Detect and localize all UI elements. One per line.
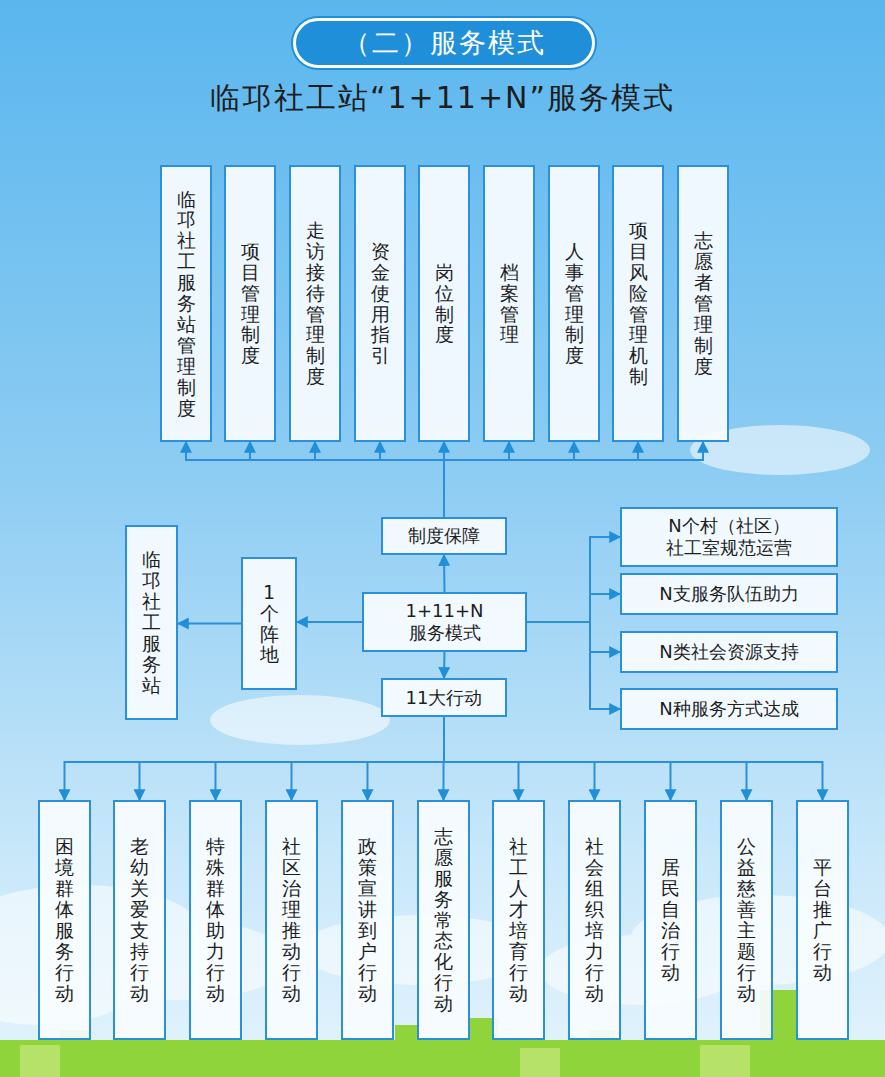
node-label: 特殊群体助力行动 — [206, 836, 225, 1003]
connector-arrow — [444, 442, 703, 517]
core-model-box: 1+11+N 服务模式 — [362, 592, 527, 652]
connector-arrow — [444, 442, 574, 517]
action-box: 政策宣讲到户行动 — [341, 800, 394, 1040]
connector-arrow — [443, 652, 446, 678]
node-label: 11大行动 — [406, 687, 483, 709]
system-box: 临邛社工服务站管理制度 — [160, 165, 212, 442]
node-label: 资金使用指引 — [371, 241, 390, 366]
connector-arrow — [527, 622, 620, 709]
system-box: 走访接待管理制度 — [289, 165, 341, 442]
node-label: 1+11+N 服务模式 — [400, 600, 490, 643]
diagram-title: 临邛社工站“1+11+N”服务模式 — [0, 78, 885, 119]
guarantee-box: 制度保障 — [381, 517, 507, 555]
node-label: 社区治理推动行动 — [282, 836, 301, 1003]
node-label: 志愿服务常态化行动 — [434, 826, 453, 1014]
action-hub-box: 11大行动 — [381, 678, 507, 717]
connector-arrow — [527, 594, 620, 622]
action-box: 社区治理推动行动 — [265, 800, 318, 1040]
node-label: 政策宣讲到户行动 — [358, 836, 377, 1003]
node-label: 社工人才培育行动 — [509, 836, 528, 1003]
action-box: 志愿服务常态化行动 — [417, 800, 470, 1040]
connector-arrow — [444, 717, 519, 800]
action-box: 居民自治行动 — [644, 800, 697, 1040]
connector-arrow — [380, 442, 444, 517]
node-label: 项目管理制度 — [241, 241, 260, 366]
action-box: 特殊群体助力行动 — [189, 800, 242, 1040]
action-box: 困境群体服务行动 — [38, 800, 91, 1040]
connector-arrow — [178, 623, 241, 625]
node-label: N类社会资源支持 — [659, 641, 798, 663]
node-label: 社会组织培力行动 — [585, 836, 604, 1003]
node-label: 临邛社工服务站 — [142, 549, 161, 695]
node-label: 人事管理制度 — [565, 241, 584, 366]
connector-arrow — [65, 717, 445, 800]
connector-arrow — [186, 442, 444, 517]
node-label: 走访接待管理制度 — [306, 220, 325, 387]
node-label: 居民自治行动 — [661, 857, 680, 982]
node-label: 公益慈善主题行动 — [737, 836, 756, 1003]
action-box: 社工人才培育行动 — [492, 800, 545, 1040]
connector-arrow — [297, 621, 362, 623]
connector-arrow — [527, 537, 620, 622]
node-label: 1个阵地 — [260, 582, 279, 666]
node-label: 老幼关爱支持行动 — [130, 836, 149, 1003]
connector-arrow — [250, 442, 444, 517]
system-box: 志愿者管理制度 — [677, 165, 729, 442]
system-box: 项目管理制度 — [224, 165, 276, 442]
base-box: 1个阵地 — [241, 557, 297, 690]
connector-arrow — [216, 717, 445, 800]
node-label: N个村（社区） 社工室规范运营 — [661, 515, 798, 558]
connector-arrow — [444, 442, 638, 517]
node-label: 志愿者管理制度 — [694, 230, 713, 376]
node-label: 档案管理 — [500, 262, 519, 346]
connector-arrow — [444, 442, 509, 517]
action-box: 平台推广行动 — [796, 800, 849, 1040]
node-label: 项目风险管理机制 — [629, 220, 648, 387]
system-box: 资金使用指引 — [354, 165, 406, 442]
support-box: N种服务方式达成 — [620, 688, 838, 730]
connector-arrow — [315, 442, 444, 517]
action-box: 社会组织培力行动 — [568, 800, 621, 1040]
node-label: 临邛社工服务站管理制度 — [177, 189, 196, 419]
section-banner: （二）服务模式 — [293, 18, 595, 68]
system-box: 档案管理 — [483, 165, 535, 442]
connector-arrow — [443, 555, 446, 592]
support-box: N个村（社区） 社工室规范运营 — [620, 507, 838, 567]
node-label: 制度保障 — [408, 525, 480, 547]
system-box: 项目风险管理机制 — [612, 165, 664, 442]
action-box: 老幼关爱支持行动 — [113, 800, 166, 1040]
node-label: 岗位制度 — [435, 262, 454, 346]
connector-arrow — [140, 717, 445, 800]
station-box: 临邛社工服务站 — [125, 525, 178, 720]
node-label: N种服务方式达成 — [659, 698, 798, 720]
system-box: 人事管理制度 — [548, 165, 600, 442]
connector-arrow — [368, 717, 445, 800]
node-label: N支服务队伍助力 — [659, 583, 798, 605]
node-label: 困境群体服务行动 — [55, 836, 74, 1003]
system-box: 岗位制度 — [418, 165, 470, 442]
connector-arrow — [292, 717, 445, 800]
support-box: N支服务队伍助力 — [620, 573, 838, 615]
node-label: 平台推广行动 — [813, 857, 832, 982]
node-label: （二）服务模式 — [343, 25, 546, 61]
clouds — [0, 425, 885, 1025]
connector-arrow — [444, 717, 595, 800]
action-box: 公益慈善主题行动 — [720, 800, 773, 1040]
support-box: N类社会资源支持 — [620, 631, 838, 673]
connector-arrow — [527, 622, 620, 652]
city-silhouette-light — [20, 1045, 750, 1077]
